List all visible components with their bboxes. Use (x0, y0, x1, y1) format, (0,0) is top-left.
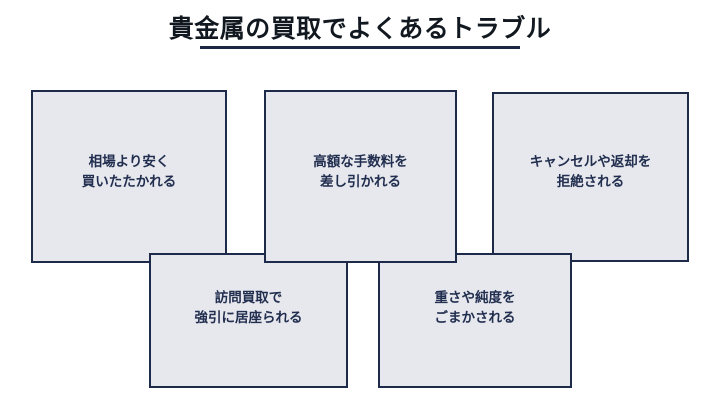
title-underline-divider (200, 46, 520, 49)
trouble-card-weight-purity-fraud: 重さや純度を ごまかされる (378, 253, 572, 388)
page-title: 貴金属の買取でよくあるトラブル (0, 12, 720, 46)
trouble-card-label: キャンセルや返却を 拒絶される (529, 154, 652, 189)
trouble-card-label: 相場より安く 買いたたかれる (81, 153, 177, 189)
trouble-card-cancellation-refused: キャンセルや返却を 拒絶される (492, 92, 689, 262)
page-title-text: 貴金属の買取でよくあるトラブル (168, 15, 552, 43)
trouble-card-label: 重さや純度を ごまかされる (434, 289, 516, 325)
trouble-card-high-fees: 高額な手数料を 差し引かれる (264, 90, 457, 263)
trouble-card-label: 訪問買取で 強引に居座られる (194, 289, 303, 325)
trouble-card-price-lowball: 相場より安く 買いたたかれる (31, 90, 227, 263)
trouble-card-label: 高額な手数料を 差し引かれる (313, 153, 408, 189)
trouble-card-pushy-home-visit: 訪問買取で 強引に居座られる (149, 253, 348, 388)
